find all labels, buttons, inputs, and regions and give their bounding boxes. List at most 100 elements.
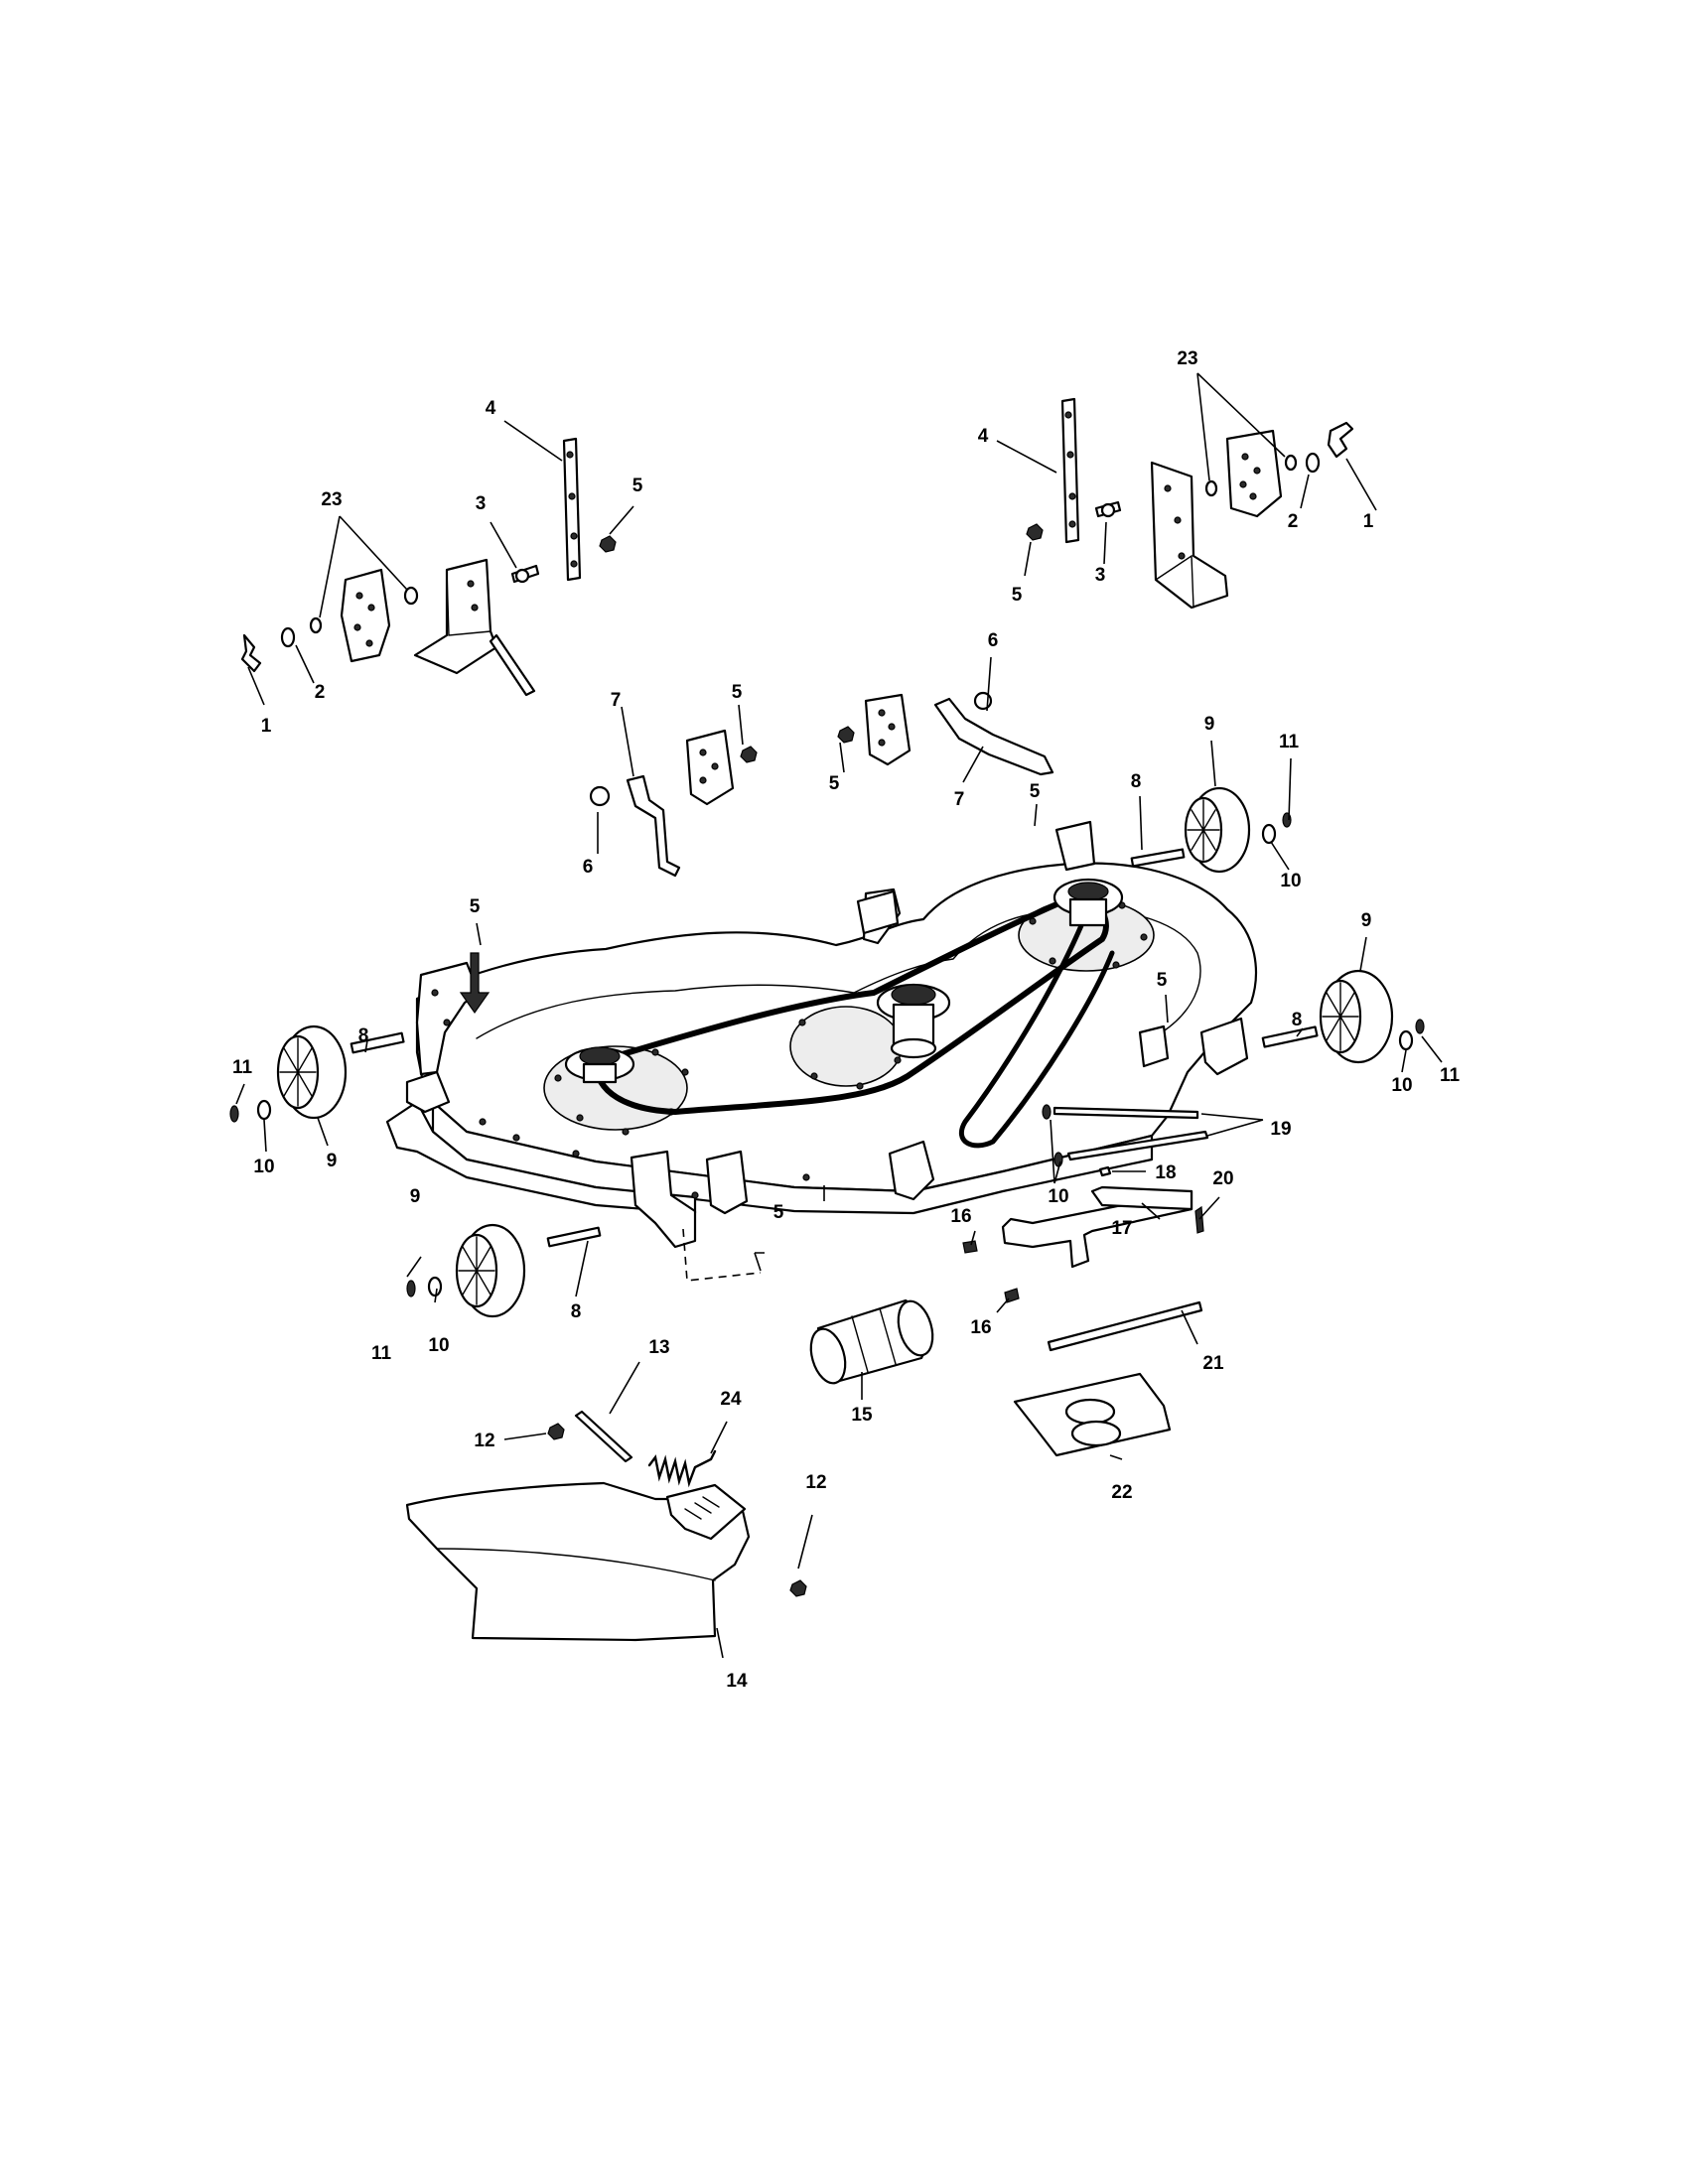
part-5-nut-c: [740, 746, 758, 763]
callout-19: 19: [1270, 1119, 1291, 1140]
part-7-arm-left: [626, 774, 681, 878]
part-12-nut-a: [547, 1423, 565, 1440]
left-pulley: [564, 1046, 635, 1084]
part-2-washer-right: [1305, 452, 1321, 474]
callout-8: 8: [1131, 771, 1142, 792]
part-17-pivot-bar: [1001, 1189, 1193, 1269]
part-5-nut-a: [599, 535, 617, 553]
wheel-left: [276, 1024, 348, 1120]
callout-5: 5: [773, 1202, 784, 1223]
callout-5: 5: [632, 476, 643, 496]
callout-11: 11: [1440, 1065, 1461, 1086]
part-23-washer-right-a: [1204, 479, 1218, 497]
callout-12: 12: [474, 1431, 494, 1451]
callout-21: 21: [1202, 1353, 1224, 1374]
callout-1: 1: [261, 716, 272, 737]
callout-3: 3: [476, 493, 487, 514]
part-13-rod: [574, 1410, 633, 1463]
callout-numbers: 1 2 23 3 4 5 4 5 3 23 2 1 6 7 5 6 5 7 5 …: [232, 348, 1461, 1692]
wheel-front-left: [455, 1223, 526, 1318]
deck-drive-belt: [592, 889, 1109, 1116]
callout-16: 16: [970, 1317, 991, 1338]
callout-23: 23: [321, 489, 342, 510]
callout-6: 6: [988, 630, 999, 651]
callout-5: 5: [1012, 585, 1023, 606]
part-15-roller: [809, 1298, 934, 1385]
callout-18: 18: [1155, 1162, 1176, 1183]
part-21-rod: [1047, 1300, 1203, 1352]
part-19-rod-lower: [1066, 1130, 1209, 1161]
callout-5: 5: [470, 896, 481, 917]
axle-front-left: [546, 1226, 602, 1248]
part-18-pin: [1098, 1165, 1112, 1177]
wheel-right: [1319, 969, 1394, 1064]
callout-10: 10: [428, 1335, 449, 1356]
callout-14: 14: [726, 1671, 748, 1692]
deck-right-bracket: [1199, 1017, 1249, 1076]
right-guard-plate: [864, 693, 912, 766]
callout-15: 15: [851, 1405, 873, 1426]
right-hanger-plate: [1225, 429, 1283, 518]
callout-5: 5: [1030, 781, 1041, 802]
left-adjust-bar: [489, 633, 536, 697]
wheel-assemblies: [229, 786, 1425, 1318]
deck-arrow-indicator: [459, 952, 491, 1015]
callout-23: 23: [1177, 348, 1197, 369]
callout-1: 1: [1363, 511, 1374, 532]
part-1-clip-pin-right: [1327, 421, 1354, 459]
left-hanger-plate: [340, 568, 391, 663]
callout-16: 16: [950, 1206, 971, 1227]
axle-left: [350, 1031, 405, 1054]
callout-8: 8: [1292, 1010, 1303, 1030]
callout-3: 3: [1095, 565, 1106, 586]
part-1-clip-pin-left: [240, 633, 262, 673]
deck-front-center-bracket: [630, 1150, 697, 1249]
callout-2: 2: [1288, 511, 1299, 532]
callout-4: 4: [486, 398, 496, 419]
callout-4: 4: [978, 426, 989, 447]
callout-6: 6: [583, 857, 594, 878]
part-20-cotter: [1194, 1205, 1204, 1234]
part-24-spring: [647, 1449, 717, 1488]
part-23-washer-right-b: [1284, 454, 1298, 472]
right-hanger-bracket: [1150, 461, 1229, 610]
callout-9: 9: [1361, 910, 1372, 931]
callout-7: 7: [954, 789, 965, 810]
discharge-chute-assembly: [405, 1410, 807, 1642]
right-pulley: [1052, 878, 1124, 927]
middle-arm-assembly: [589, 691, 1054, 878]
part-5-nut-b: [1026, 523, 1044, 541]
callout-10: 10: [1048, 1186, 1068, 1207]
callout-17: 17: [1111, 1218, 1132, 1239]
part-23-washer-left-a: [309, 616, 323, 634]
left-guard-plate: [685, 729, 735, 806]
part-2-washer-left: [280, 626, 296, 648]
left-hanger-assembly: [240, 437, 617, 697]
part-5-nut-d: [837, 726, 855, 744]
callout-24: 24: [720, 1389, 742, 1410]
part-4-strap-right: [1060, 397, 1080, 544]
part-12-nut-b: [789, 1579, 807, 1597]
callout-2: 2: [315, 682, 326, 703]
callout-11: 11: [1279, 732, 1300, 752]
center-spindle-cover: [789, 1006, 903, 1087]
axle-upper-right: [1130, 848, 1186, 868]
callout-22: 22: [1111, 1482, 1132, 1503]
part-4-strap-left: [562, 437, 582, 582]
left-hanger-bracket: [413, 558, 498, 675]
callout-11: 11: [232, 1057, 253, 1078]
callout-20: 20: [1212, 1168, 1233, 1189]
callout-5: 5: [732, 682, 743, 703]
part-22-plate: [1013, 1372, 1172, 1457]
callout-7: 7: [611, 690, 622, 711]
part-14-chute: [405, 1481, 751, 1642]
callout-5: 5: [829, 773, 840, 794]
callout-5: 5: [1157, 970, 1168, 991]
center-pulley: [876, 983, 951, 1059]
front-pivot-assembly: [962, 1104, 1209, 1352]
part-7-arm-right: [933, 697, 1054, 776]
callout-9: 9: [327, 1151, 338, 1171]
callout-9: 9: [410, 1186, 421, 1207]
callout-9: 9: [1204, 714, 1215, 735]
callout-11: 11: [371, 1343, 392, 1364]
